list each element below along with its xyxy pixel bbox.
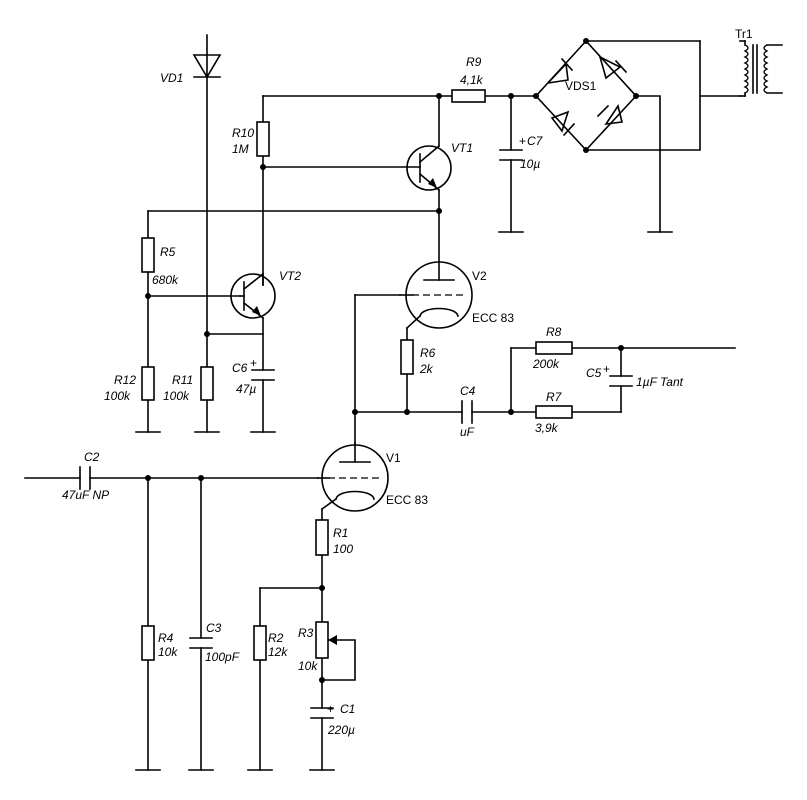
value-r4: 10k	[158, 645, 178, 659]
value-c1: 220µ	[327, 723, 355, 737]
resistor-r7: R7 3,9k	[535, 390, 573, 435]
label-vt2: VT2	[279, 269, 301, 283]
polarity-c6: +	[250, 356, 257, 370]
capacitor-c6: + C6 47µ	[232, 356, 275, 396]
resistor-r11: R11 100k	[163, 366, 214, 403]
label-r9: R9	[466, 55, 482, 69]
value-c3: 100pF	[205, 650, 240, 664]
value-r12: 100k	[104, 389, 131, 403]
resistor-r4: R4 10k	[141, 625, 178, 661]
value-r8: 200k	[532, 357, 560, 371]
value-c7: 10µ	[520, 157, 540, 171]
label-c1: C1	[340, 702, 355, 716]
label-vds1: VDS1	[565, 79, 597, 93]
value-r1: 100	[333, 542, 353, 556]
resistor-r10: R10 1M	[232, 121, 270, 157]
value-r2: 12k	[268, 645, 288, 659]
resistor-r1: R1 100	[315, 519, 353, 556]
value-r5: 680k	[152, 273, 179, 287]
value-c4: uF	[460, 425, 475, 439]
polarity-c5: +	[603, 362, 610, 376]
value-r11: 100k	[163, 389, 190, 403]
wires	[24, 34, 741, 771]
resistor-r5: R5 680k	[141, 237, 179, 287]
label-c3: C3	[206, 621, 222, 635]
ground-symbols	[135, 231, 673, 771]
label-r3: R3	[298, 626, 314, 640]
label-c4: C4	[460, 384, 476, 398]
value-r7: 3,9k	[535, 421, 559, 435]
value-r3: 10k	[298, 659, 318, 673]
label-c5: C5	[586, 366, 602, 380]
value-r9: 4,1k	[460, 73, 484, 87]
transformer-tr1: Tr1	[735, 27, 783, 97]
value-r10: 1M	[232, 142, 249, 156]
label-r1: R1	[333, 526, 348, 540]
label-r2: R2	[268, 631, 284, 645]
label-c7: C7	[527, 134, 544, 148]
value-c2: 47uF NP	[62, 488, 109, 502]
value-r6: 2k	[419, 362, 434, 376]
label-r12: R12	[114, 373, 136, 387]
label-c6: C6	[232, 361, 248, 375]
label-r7: R7	[546, 390, 563, 404]
capacitor-c2: C2 47uF NP	[62, 450, 109, 502]
transistor-vt2: VT2	[230, 269, 301, 320]
type-v2: ECC 83	[472, 311, 514, 325]
label-vt1: VT1	[451, 141, 473, 155]
label-r5: R5	[160, 245, 176, 259]
capacitor-c3: C3 100pF	[189, 621, 240, 664]
resistor-r6: R6 2k	[400, 339, 436, 376]
tube-v2: V2 ECC 83	[399, 261, 514, 330]
transistor-vt1: VT1	[406, 141, 473, 192]
type-v1: ECC 83	[386, 493, 428, 507]
label-r10: R10	[232, 126, 254, 140]
label-r11: R11	[172, 373, 193, 387]
capacitor-c5: + C5 1µF Tant	[586, 362, 684, 389]
value-c5: 1µF Tant	[636, 375, 684, 389]
capacitor-c1: + C1 220µ	[310, 702, 355, 737]
polarity-c1: +	[327, 702, 334, 716]
capacitor-c4: C4 uF	[460, 384, 476, 439]
label-r4: R4	[158, 631, 174, 645]
diode-vd1: VD1	[160, 54, 222, 85]
label-r6: R6	[420, 346, 436, 360]
label-c2: C2	[84, 450, 100, 464]
label-tr1: Tr1	[735, 27, 753, 41]
polarity-c7: +	[519, 134, 526, 148]
resistor-r8: R8 200k	[532, 325, 573, 371]
bridge-vds1: VDS1	[534, 39, 638, 152]
tube-v1: V1 ECC 83	[317, 442, 428, 512]
label-v2: V2	[472, 269, 487, 283]
resistor-r12: R12 100k	[104, 366, 155, 403]
label-vd1: VD1	[160, 71, 183, 85]
resistor-r9: R9 4,1k	[451, 55, 486, 103]
label-r8: R8	[546, 325, 562, 339]
label-v1: V1	[386, 451, 401, 465]
capacitor-c7: + C7 10µ	[499, 134, 544, 171]
resistor-r2: R2 12k	[253, 625, 288, 661]
value-c6: 47µ	[236, 382, 256, 396]
potentiometer-r3: R3 10k	[298, 621, 337, 673]
